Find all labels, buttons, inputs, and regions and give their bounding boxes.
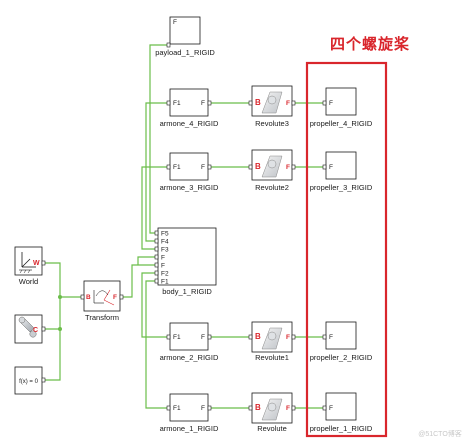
revolute-block[interactable]: B F Revolute bbox=[248, 392, 296, 433]
propeller-port: F bbox=[329, 100, 333, 107]
revolute-port-f: F bbox=[286, 164, 290, 171]
propeller-port: F bbox=[329, 164, 333, 171]
line-arm3 bbox=[141, 166, 168, 250]
revolute-port-f: F bbox=[286, 100, 290, 107]
revolute-joint-icon bbox=[261, 327, 283, 350]
arm-port-in: F1 bbox=[173, 100, 181, 107]
body-port-label: F2 bbox=[161, 271, 169, 278]
payload-port-label: F bbox=[173, 19, 177, 26]
transform-label: Transform bbox=[85, 313, 119, 322]
body-port-label: F bbox=[161, 263, 165, 270]
wrench-icon bbox=[18, 316, 37, 338]
line-arm2 bbox=[141, 272, 168, 338]
constant-expression: f(x) = 0 bbox=[19, 379, 39, 385]
arm-port-in: F1 bbox=[173, 164, 181, 171]
arm-port-out: F bbox=[201, 164, 205, 171]
line-arm1 bbox=[145, 280, 168, 409]
arm-port-in: F1 bbox=[173, 405, 181, 412]
transform-frames-icon bbox=[93, 289, 115, 306]
revolute-port-b: B bbox=[255, 332, 261, 341]
annotation-title: 四个螺旋桨 bbox=[330, 35, 411, 53]
propeller-label: propeller_4_RIGID bbox=[310, 119, 373, 128]
revolute-port-b: B bbox=[255, 98, 261, 107]
body-port-label: F5 bbox=[161, 231, 169, 238]
propeller-label: propeller_1_RIGID bbox=[310, 424, 373, 433]
revolute-joint-icon bbox=[261, 155, 283, 178]
revolute-joint-icon bbox=[261, 398, 283, 421]
arm-block[interactable]: F1 F armone_4_RIGID bbox=[160, 88, 219, 128]
payload-block[interactable]: F payload_1_RIGID bbox=[155, 16, 215, 57]
propeller-label: propeller_3_RIGID bbox=[310, 183, 373, 192]
revolute-label: Revolute2 bbox=[255, 183, 289, 192]
body-label: body_1_RIGID bbox=[162, 287, 212, 296]
revolute-port-f: F bbox=[286, 405, 290, 412]
arm-port-out: F bbox=[201, 100, 205, 107]
body-port-label: F3 bbox=[161, 247, 169, 254]
arm-port-in: F1 bbox=[173, 334, 181, 341]
revolute-block[interactable]: B F Revolute2 bbox=[248, 149, 296, 192]
arm-block[interactable]: F1 F armone_2_RIGID bbox=[160, 322, 219, 362]
world-label: World bbox=[19, 277, 38, 286]
connection-lines bbox=[42, 44, 324, 409]
constant-block[interactable]: f(x) = 0 bbox=[14, 366, 46, 395]
watermark: @51CTO博客 bbox=[418, 429, 462, 438]
arm-block[interactable]: F1 F armone_1_RIGID bbox=[160, 393, 219, 433]
revolute-block[interactable]: B F Revolute1 bbox=[248, 321, 296, 362]
line-payload bbox=[149, 44, 168, 234]
arm-label: armone_3_RIGID bbox=[160, 183, 219, 192]
transform-port-b: B bbox=[86, 294, 91, 301]
propeller-block[interactable]: F propeller_3_RIGID bbox=[310, 151, 373, 192]
revolute-joint-icon bbox=[261, 91, 283, 114]
payload-label: payload_1_RIGID bbox=[155, 48, 215, 57]
transform-port-f: F bbox=[113, 294, 117, 301]
junction-dot bbox=[58, 295, 62, 299]
line-arm4 bbox=[145, 102, 168, 242]
revolute-port-f: F bbox=[286, 334, 290, 341]
line-world bbox=[42, 262, 61, 297]
propeller-port: F bbox=[329, 334, 333, 341]
body-block[interactable]: F5 F4 F3 F F F2 F1 body_1_RIGID bbox=[154, 227, 217, 296]
arm-block[interactable]: F1 F armone_3_RIGID bbox=[160, 152, 219, 192]
solver-config-block[interactable]: C bbox=[14, 314, 46, 344]
junction-dot bbox=[58, 327, 62, 331]
arm-label: armone_1_RIGID bbox=[160, 424, 219, 433]
arm-port-out: F bbox=[201, 334, 205, 341]
line-transform-body bbox=[120, 264, 156, 298]
world-block[interactable]: W World bbox=[14, 246, 46, 286]
line-constant bbox=[42, 329, 61, 381]
highlight-box bbox=[305, 61, 388, 438]
revolute-block[interactable]: B F Revolute3 bbox=[248, 85, 296, 128]
revolute-port-b: B bbox=[255, 403, 261, 412]
solver-port-label: C bbox=[33, 327, 38, 334]
arm-label: armone_4_RIGID bbox=[160, 119, 219, 128]
body-port-label: F4 bbox=[161, 239, 169, 246]
body-port-label: F1 bbox=[161, 279, 169, 286]
revolute-label: Revolute1 bbox=[255, 353, 289, 362]
revolute-port-b: B bbox=[255, 162, 261, 171]
revolute-label: Revolute3 bbox=[255, 119, 289, 128]
revolute-label: Revolute bbox=[257, 424, 287, 433]
propeller-block[interactable]: F propeller_1_RIGID bbox=[310, 392, 373, 433]
propeller-block[interactable]: F propeller_2_RIGID bbox=[310, 321, 373, 362]
body-port-label: F bbox=[161, 255, 165, 262]
propeller-label: propeller_2_RIGID bbox=[310, 353, 373, 362]
line-body-f bbox=[137, 256, 156, 265]
arm-port-out: F bbox=[201, 405, 205, 412]
world-frame-icon bbox=[19, 252, 36, 274]
world-port-label: W bbox=[33, 260, 40, 267]
propeller-port: F bbox=[329, 405, 333, 412]
arm-label: armone_2_RIGID bbox=[160, 353, 219, 362]
body-ports: F5 F4 F3 F F F2 F1 bbox=[154, 231, 169, 286]
transform-block[interactable]: B F Transform bbox=[80, 280, 124, 322]
propeller-block[interactable]: F propeller_4_RIGID bbox=[310, 87, 373, 128]
